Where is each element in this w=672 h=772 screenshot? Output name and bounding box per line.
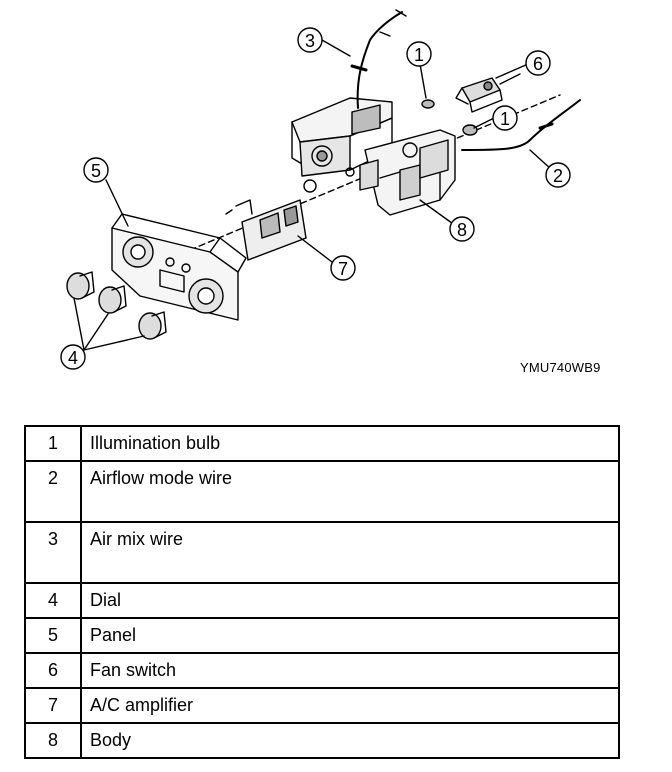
- callout-1-lower: [492, 105, 518, 131]
- table-row: 2 Airflow mode wire: [24, 460, 620, 523]
- part-name: Fan switch: [80, 652, 620, 689]
- callout-3-label: 3: [305, 31, 315, 51]
- callout-2-label: 2: [553, 166, 563, 186]
- table-row: 4 Dial: [24, 582, 620, 619]
- callout-1-lower-label: 1: [500, 109, 510, 129]
- dial-knobs-drawing: [66, 271, 167, 340]
- part-number: 6: [24, 652, 82, 689]
- callout-2: [545, 162, 571, 188]
- callout-6: [525, 50, 551, 76]
- callout-5: [83, 157, 109, 183]
- callout-1-upper: [406, 41, 432, 67]
- callout-4: [60, 344, 86, 370]
- table-row: 6 Fan switch: [24, 652, 620, 689]
- table-row: 3 Air mix wire: [24, 521, 620, 584]
- table-row: 1 Illumination bulb: [24, 425, 620, 462]
- part-number: 1: [24, 425, 82, 462]
- callout-1-upper-label: 1: [414, 45, 424, 65]
- airflow-mode-wire-drawing: [461, 99, 581, 151]
- ac-amplifier-drawing: [225, 199, 307, 261]
- part-name: Airflow mode wire: [80, 460, 620, 523]
- callout-8: [449, 216, 475, 242]
- panel-drawing: [111, 213, 247, 321]
- part-name: A/C amplifier: [80, 687, 620, 724]
- callout-7-label: 7: [338, 259, 348, 279]
- part-number: 2: [24, 460, 82, 523]
- callout-3: [297, 27, 323, 53]
- illumination-bulb-lower-drawing: [462, 124, 478, 136]
- exploded-view-diagram: 1 1 2 3 4 5 6 7 8 YMU740WB9: [60, 9, 601, 375]
- callout-6-label: 6: [533, 54, 543, 74]
- part-name: Illumination bulb: [80, 425, 620, 462]
- callout-8-label: 8: [457, 220, 467, 240]
- illumination-bulb-upper-drawing: [421, 99, 435, 109]
- part-name: Body: [80, 722, 620, 759]
- fan-switch-drawing: [455, 73, 521, 113]
- part-number: 5: [24, 617, 82, 654]
- diagram-svg: 1 1 2 3 4 5 6 7 8: [60, 9, 581, 370]
- air-mix-wire-drawing: [356, 11, 403, 109]
- table-row: 5 Panel: [24, 617, 620, 654]
- parts-legend-table: 1 Illumination bulb 2 Airflow mode wire …: [24, 425, 620, 759]
- part-number: 3: [24, 521, 82, 584]
- figure-code: YMU740WB9: [520, 360, 601, 375]
- part-name: Air mix wire: [80, 521, 620, 584]
- body-unit-drawing: [291, 97, 456, 216]
- table-row: 8 Body: [24, 722, 620, 759]
- part-number: 4: [24, 582, 82, 619]
- part-number: 7: [24, 687, 82, 724]
- part-name: Panel: [80, 617, 620, 654]
- callout-4-label: 4: [68, 348, 78, 368]
- callout-7: [330, 255, 356, 281]
- callout-5-label: 5: [91, 161, 101, 181]
- part-name: Dial: [80, 582, 620, 619]
- part-number: 8: [24, 722, 82, 759]
- table-row: 7 A/C amplifier: [24, 687, 620, 724]
